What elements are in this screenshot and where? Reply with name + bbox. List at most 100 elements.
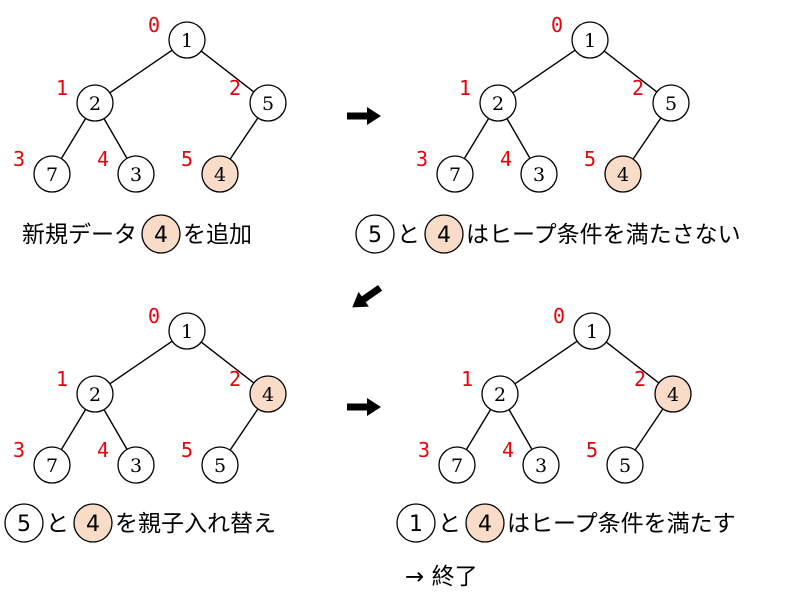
node-circle — [168, 21, 206, 59]
node-circle — [436, 155, 474, 193]
caption-text: と — [438, 511, 461, 537]
node-index-label: 2 — [229, 76, 241, 100]
node-value: 3 — [533, 164, 545, 186]
inline-node-circle — [4, 503, 44, 543]
heap-node: 55 — [181, 438, 239, 484]
heap-node: 34 — [97, 438, 155, 484]
heap-node: 10 — [148, 304, 206, 350]
inline-node-value: 5 — [17, 512, 31, 537]
heap-node: 52 — [229, 76, 287, 122]
tree-edge — [229, 117, 259, 160]
node-index-label: 4 — [97, 438, 109, 462]
tree-edge — [229, 408, 259, 451]
tree-edge — [109, 49, 173, 94]
heap-node: 55 — [586, 438, 644, 484]
node-circle — [652, 84, 690, 122]
tree-edge — [103, 409, 128, 450]
tree-edge — [634, 408, 664, 451]
node-value: 3 — [535, 455, 547, 477]
node-value: 4 — [262, 384, 274, 406]
tree-edge — [506, 118, 531, 159]
tree-edge — [60, 409, 87, 450]
node-value: 1 — [586, 321, 598, 343]
heap-node: 10 — [551, 13, 609, 59]
inline-node-value: 5 — [368, 223, 382, 248]
node-value: 5 — [262, 93, 274, 115]
inline-node-value: 1 — [409, 512, 423, 537]
heap-node: 34 — [500, 147, 558, 193]
inline-node-circle — [355, 214, 395, 254]
node-index-label: 5 — [584, 147, 596, 171]
node-index-label: 1 — [459, 76, 471, 100]
node-index-label: 3 — [418, 438, 430, 462]
node-index-label: 1 — [56, 76, 68, 100]
node-index-label: 4 — [502, 438, 514, 462]
node-value: 7 — [46, 455, 58, 477]
node-circle — [33, 155, 71, 193]
inline-node-value: 4 — [154, 223, 168, 248]
heap-node: 21 — [461, 367, 519, 413]
node-index-label: 5 — [586, 438, 598, 462]
arrow-right-icon — [347, 107, 381, 125]
tree-edge — [463, 118, 490, 159]
tree-edge — [508, 409, 533, 450]
node-index-label: 5 — [181, 147, 193, 171]
heap-node: 42 — [634, 367, 692, 413]
node-value: 4 — [667, 384, 679, 406]
tree-edge — [60, 118, 87, 159]
heap-node: 10 — [553, 304, 611, 350]
node-circle — [76, 84, 114, 122]
node-index-label: 5 — [181, 438, 193, 462]
heap-node: 52 — [632, 76, 690, 122]
node-index-label: 0 — [148, 304, 160, 328]
heap-node: 34 — [502, 438, 560, 484]
inline-node-circle — [141, 214, 181, 254]
tree-edge — [200, 341, 255, 384]
inline-node-circle — [396, 503, 436, 543]
tree-edge — [465, 409, 492, 450]
caption-text: と — [397, 222, 420, 248]
node-index-label: 3 — [13, 147, 25, 171]
node-circle — [520, 155, 558, 193]
node-circle — [201, 446, 239, 484]
node-circle — [76, 375, 114, 413]
tree-edge — [200, 50, 255, 93]
node-value: 5 — [665, 93, 677, 115]
node-circle — [571, 21, 609, 59]
node-value: 2 — [89, 384, 101, 406]
node-circle — [573, 312, 611, 350]
node-circle — [201, 155, 239, 193]
node-index-label: 1 — [461, 367, 473, 391]
node-index-label: 3 — [13, 438, 25, 462]
arrow-right-icon — [347, 398, 381, 416]
heap-node: 21 — [459, 76, 517, 122]
tree-edge — [514, 340, 578, 385]
node-value: 2 — [492, 93, 504, 115]
node-index-label: 0 — [148, 13, 160, 37]
node-value: 3 — [130, 164, 142, 186]
node-circle — [604, 155, 642, 193]
node-value: 1 — [181, 30, 193, 52]
node-circle — [654, 375, 692, 413]
caption-text: はヒープ条件を満たさない — [466, 222, 741, 248]
node-circle — [606, 446, 644, 484]
heap-node: 42 — [229, 367, 287, 413]
node-value: 4 — [617, 164, 629, 186]
inline-node-circle — [465, 503, 505, 543]
caption-text: を追加 — [183, 222, 252, 248]
node-value: 4 — [214, 164, 226, 186]
node-index-label: 2 — [229, 367, 241, 391]
inline-node-value: 4 — [478, 512, 492, 537]
caption-text: と — [46, 511, 69, 537]
node-circle — [481, 375, 519, 413]
node-circle — [117, 446, 155, 484]
heap-node: 45 — [584, 147, 642, 193]
node-value: 2 — [494, 384, 506, 406]
tree-edge — [103, 118, 128, 159]
